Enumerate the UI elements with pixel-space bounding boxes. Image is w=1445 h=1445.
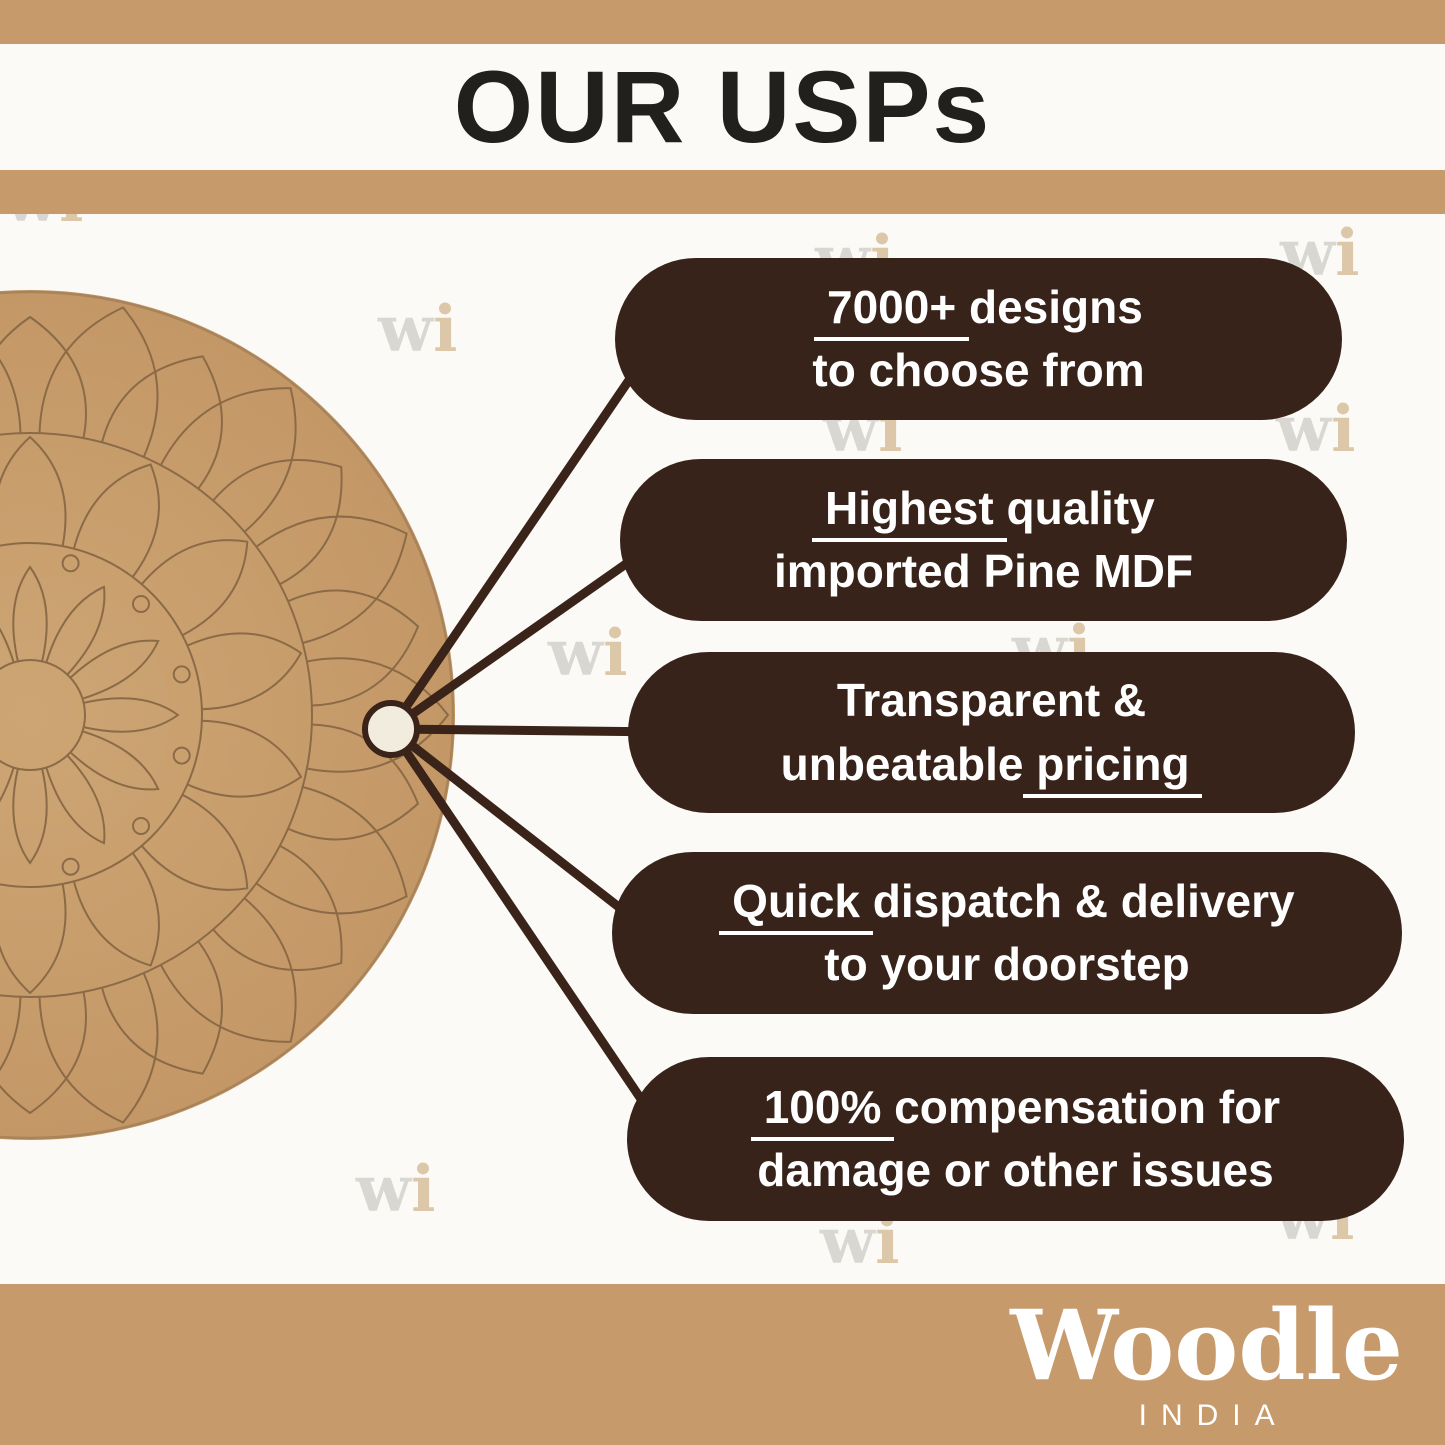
watermark-w: w bbox=[356, 1152, 412, 1227]
usp-line: Quick dispatch & delivery bbox=[719, 870, 1295, 935]
header: OUR USPs bbox=[0, 44, 1445, 170]
mandala-dot bbox=[61, 857, 80, 876]
watermark-w: w bbox=[548, 616, 604, 691]
mandala-dot bbox=[172, 746, 191, 765]
usp-line: Transparent & bbox=[837, 669, 1146, 732]
board-circle bbox=[0, 290, 455, 1140]
mandala-dot bbox=[172, 665, 191, 684]
usp-line: unbeatable pricing bbox=[780, 733, 1203, 798]
usp-pill-pricing: Transparent & unbeatable pricing bbox=[628, 652, 1355, 813]
page-title: OUR USPs bbox=[453, 49, 992, 164]
mandala-outer-petals-back bbox=[0, 315, 420, 1115]
mandala-dot bbox=[132, 595, 150, 613]
brand-logo: Woodle INDIA bbox=[1010, 1289, 1403, 1433]
watermark-i: i bbox=[433, 292, 458, 367]
usp-text-underlined: 100% bbox=[750, 1080, 895, 1141]
watermark-i: i bbox=[1335, 216, 1360, 291]
usp-text-underlined: pricing bbox=[1023, 737, 1203, 798]
mandala-ring-outer bbox=[0, 432, 313, 998]
watermark-w: w bbox=[378, 292, 434, 367]
mandala-dots bbox=[61, 554, 191, 876]
usp-text: dispatch & delivery bbox=[872, 874, 1295, 927]
usp-line: imported Pine MDF bbox=[774, 540, 1193, 603]
usp-text: compensation for bbox=[894, 1080, 1281, 1133]
usp-text: designs bbox=[968, 280, 1143, 333]
usp-text: to your doorstep bbox=[824, 938, 1190, 990]
usp-line: Highest quality bbox=[812, 477, 1155, 542]
brand-logo-name: Woodle bbox=[1010, 1289, 1403, 1402]
usp-text: Transparent & bbox=[836, 674, 1147, 727]
usp-text-underlined: 7000+ bbox=[814, 280, 969, 341]
watermark-wi: wi bbox=[356, 1158, 435, 1222]
connector-line-3 bbox=[386, 724, 673, 737]
usp-line: to choose from bbox=[812, 339, 1144, 402]
watermark-i: i bbox=[603, 616, 628, 691]
usp-text-underlined: Quick bbox=[719, 874, 873, 935]
usp-text: imported Pine MDF bbox=[773, 545, 1194, 597]
usp-text-underlined: Highest bbox=[812, 481, 1007, 542]
mandala-inner-petals bbox=[0, 565, 180, 865]
connector-line-5 bbox=[386, 724, 673, 1144]
mandala-outer-petals bbox=[0, 306, 450, 1124]
mandala-ring-inner bbox=[0, 659, 86, 771]
bottom-tan-band bbox=[0, 1284, 1445, 1445]
mid-tan-band bbox=[0, 170, 1445, 214]
watermark-i: i bbox=[1331, 392, 1356, 467]
usp-pill-compensation: 100% compensation for damage or other is… bbox=[627, 1057, 1404, 1221]
mandala-mid-petals bbox=[0, 435, 303, 995]
mdf-board-image bbox=[0, 290, 455, 1140]
usp-text: to choose from bbox=[812, 344, 1145, 396]
usp-text: quality bbox=[1006, 481, 1155, 534]
brand-logo-country: INDIA bbox=[1138, 1398, 1289, 1432]
usp-line: 100% compensation for bbox=[750, 1076, 1281, 1141]
mandala-dot bbox=[132, 817, 150, 835]
usp-pill-designs: 7000+ designs to choose from bbox=[615, 258, 1342, 420]
connector-line-2 bbox=[386, 535, 665, 734]
top-tan-band bbox=[0, 0, 1445, 44]
mandala-ring-mid bbox=[0, 542, 203, 888]
usp-text: damage or other issues bbox=[757, 1144, 1274, 1196]
connector-line-1 bbox=[386, 337, 660, 734]
mandala-lineart bbox=[0, 306, 450, 1124]
usp-line: damage or other issues bbox=[757, 1139, 1273, 1202]
watermark-wi: wi bbox=[548, 622, 627, 686]
board-rim bbox=[0, 290, 455, 1140]
usp-text: unbeatable bbox=[780, 737, 1024, 790]
connector-hub bbox=[362, 700, 420, 758]
usp-line: 7000+ designs bbox=[814, 276, 1143, 341]
usp-line: to your doorstep bbox=[824, 933, 1189, 996]
watermark-wi: wi bbox=[378, 298, 457, 362]
watermark-i: i bbox=[411, 1152, 436, 1227]
connector-line-4 bbox=[386, 724, 657, 938]
usp-pill-quality: Highest quality imported Pine MDF bbox=[620, 459, 1347, 621]
mandala-dot bbox=[61, 554, 80, 573]
usp-pill-dispatch: Quick dispatch & delivery to your doorst… bbox=[612, 852, 1402, 1014]
